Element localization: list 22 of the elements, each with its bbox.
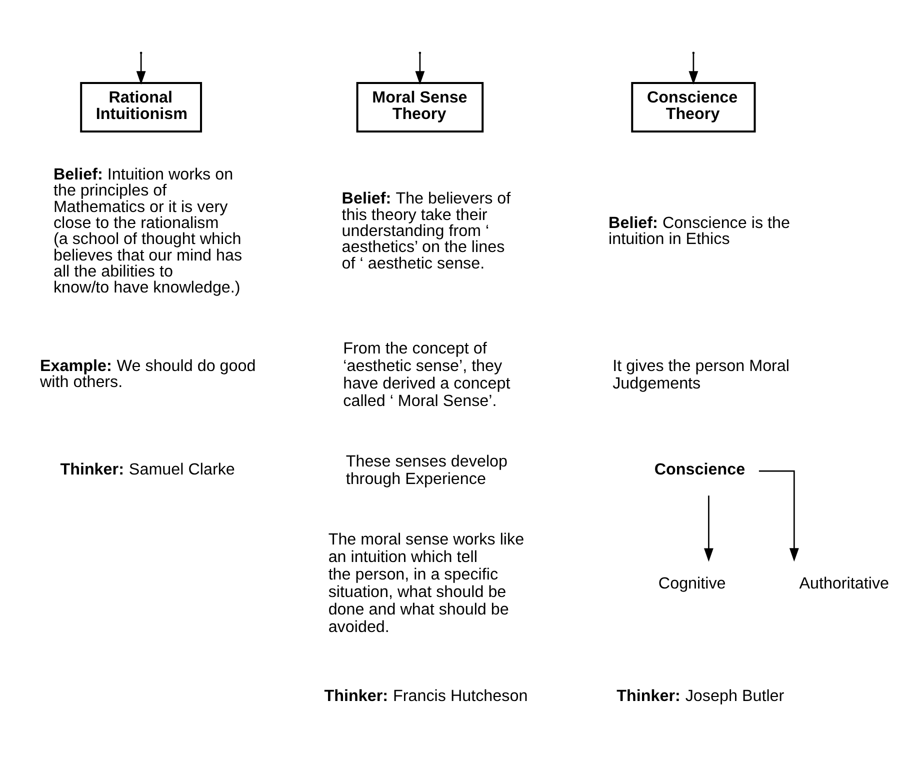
label: Belief: Conscience is the intuition in Ethics — [608, 214, 790, 248]
arrow — [688, 53, 698, 85]
node-box: Conscience Theory — [631, 82, 756, 132]
label: Belief: Intuition works on the principles of Mathematics or it is very close to the rationalism (a school of thought which believes that our mind has all the abilities to know/to have knowledge.) — [53, 165, 242, 297]
arrow — [704, 496, 714, 562]
label: It gives the person Moral Judgements — [612, 356, 790, 392]
label: From the concept of ‘aesthetic sense’, they have derived a concept called ‘ Moral Sense’. — [343, 339, 510, 410]
node-text: Authoritative — [799, 574, 890, 592]
label: Thinker: Francis Hutcheson — [324, 686, 528, 705]
label: Belief: The believers of this theory take their understanding from ‘ aesthetics’ on the lines of ‘ aesthetic sense. — [342, 190, 511, 272]
node-box: Rational Intuitionism — [80, 82, 202, 132]
label: Thinker: Samuel Clarke — [60, 460, 235, 479]
label: These senses develop through Experience — [346, 452, 508, 488]
arrow — [136, 53, 146, 85]
label: Example: We should do good with others. — [40, 356, 256, 391]
arrow — [415, 53, 425, 85]
node-text: Conscience — [654, 460, 746, 479]
node-box: Moral Sense Theory — [356, 82, 484, 132]
label: Thinker: Joseph Butler — [616, 686, 784, 705]
label: The moral sense works like an intuition which tell the person, in a specific situation, what should be done and what should be avoided. — [328, 530, 524, 636]
arrow — [758, 470, 799, 562]
node-text: Cognitive — [658, 574, 726, 592]
